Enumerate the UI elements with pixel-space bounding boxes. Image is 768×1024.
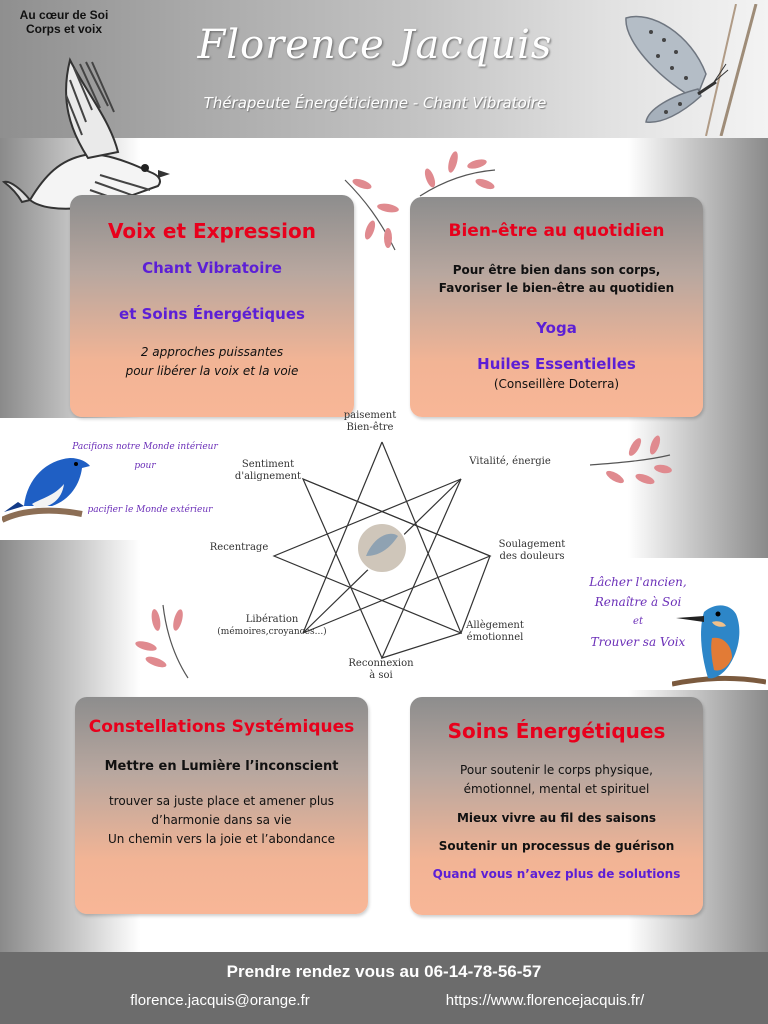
quote-line: pour	[134, 461, 156, 471]
card-title: Voix et Expression	[108, 219, 316, 243]
star-label-line: paisement	[343, 410, 397, 421]
card-desc: 2 approches puissantes	[140, 345, 284, 359]
star-label-line: Reconnexion	[348, 658, 414, 669]
card-line: et Soins Énergétiques	[119, 305, 305, 323]
card-bullet: Quand vous n’avez plus de solutions	[432, 867, 681, 881]
card-line: Yoga	[536, 319, 577, 337]
tagline-line: Au cœur de Soi	[19, 8, 109, 22]
quote-line: pacifier le Monde extérieur	[87, 505, 213, 515]
card-title: Soins Énergétiques	[447, 719, 666, 743]
card-desc: Pour être bien dans son corps,	[452, 263, 661, 277]
star-label-reconnexion: Reconnexion à soi	[340, 658, 422, 682]
star-label-vitalite: Vitalité, énergie	[469, 456, 551, 467]
card-constellations: Constellations Systémiques Mettre en Lum…	[75, 697, 368, 914]
card-title: Bien-être au quotidien	[448, 221, 665, 241]
quote-line: Lâcher l'ancien,	[589, 575, 687, 589]
quote-left: Pacifions notre Monde intérieur pour	[60, 438, 230, 476]
star-label-line: Bien-être	[346, 422, 394, 433]
star-label-allegement: Allègement émotionnel	[460, 620, 530, 644]
card-soins-energetiques: Soins Énergétiques Pour soutenir le corp…	[410, 697, 703, 915]
card-desc: pour libérer la voix et la voie	[125, 364, 299, 378]
website-link[interactable]: https://www.florencejacquis.fr/	[445, 992, 645, 1009]
footer	[0, 952, 768, 1024]
page-subtitle: Thérapeute Énergéticienne - Chant Vibrat…	[203, 94, 547, 112]
star-label-line: des douleurs	[499, 551, 565, 562]
card-line: Chant Vibratoire	[142, 259, 282, 277]
star-label-soulagement: Soulagement des douleurs	[496, 539, 568, 563]
card-bullet: Mieux vivre au fil des saisons	[456, 811, 657, 825]
card-bullet: Soutenir un processus de guérison	[438, 839, 675, 853]
card-desc: Favoriser le bien-être au quotidien	[438, 281, 675, 295]
bluebird-illustration	[2, 458, 90, 523]
card-title: Constellations Systémiques	[88, 717, 355, 737]
branch-decoration-icon	[419, 151, 496, 197]
appointment-phone[interactable]: Prendre rendez vous au 06-14-78-56-57	[226, 962, 542, 981]
card-desc: trouver sa juste place et amener plus	[108, 794, 335, 808]
star-label-line: à soi	[369, 670, 393, 681]
star-label-liberation: Libération (mémoires,croyances...)	[216, 614, 328, 638]
quote-line: Pacifions notre Monde intérieur	[72, 442, 218, 452]
swallow-illustration	[1, 57, 170, 210]
star-diagram	[272, 441, 492, 659]
butterfly-illustration	[625, 4, 758, 136]
card-lead: Mettre en Lumière l’inconscient	[104, 759, 339, 774]
quote-line: Trouver sa Voix	[590, 635, 686, 649]
star-label-bien-etre: paisement Bien-être	[330, 410, 410, 434]
email-link[interactable]: florence.jacquis@orange.fr	[130, 992, 310, 1009]
star-label-line: d'alignement	[234, 471, 302, 482]
star-label-line: Libération	[245, 614, 299, 625]
star-label-line: émotionnel	[466, 632, 524, 643]
tagline-line: Corps et voix	[25, 22, 103, 36]
card-desc: d’harmonie dans sa vie	[151, 813, 292, 827]
quote-right: Lâcher l'ancien, Renaître à Soi et Trouv…	[578, 572, 698, 652]
star-label-line: Soulagement	[498, 539, 566, 550]
star-label-sentiment: Sentiment d'alignement	[232, 459, 304, 483]
card-desc: émotionnel, mental et spirituel	[463, 782, 650, 796]
card-bien-etre: Bien-être au quotidien Pour être bien da…	[410, 197, 703, 417]
page-title: Florence Jacquis	[197, 22, 553, 68]
branch-decoration-icon	[344, 178, 399, 251]
star-label-line: Sentiment	[241, 459, 295, 470]
star-label-line: Allègement	[466, 620, 524, 631]
card-desc: Un chemin vers la joie et l’abondance	[108, 832, 335, 846]
star-label-line: (mémoires,croyances...)	[217, 627, 327, 637]
card-line: Huiles Essentielles	[477, 355, 636, 373]
quote-line: Renaître à Soi	[594, 595, 682, 609]
tagline: Au cœur de Soi Corps et voix	[10, 8, 118, 36]
star-label-recentrage: Recentrage	[209, 542, 269, 553]
card-note: (Conseillère Doterra)	[493, 377, 620, 391]
card-desc: Pour soutenir le corps physique,	[460, 763, 653, 777]
kingfisher-illustration	[672, 605, 766, 687]
branch-decoration-icon	[589, 435, 672, 485]
branch-decoration-icon	[135, 604, 189, 679]
quote-line: et	[633, 616, 643, 627]
card-voix-expression: Voix et Expression Chant Vibratoire et S…	[70, 195, 354, 417]
